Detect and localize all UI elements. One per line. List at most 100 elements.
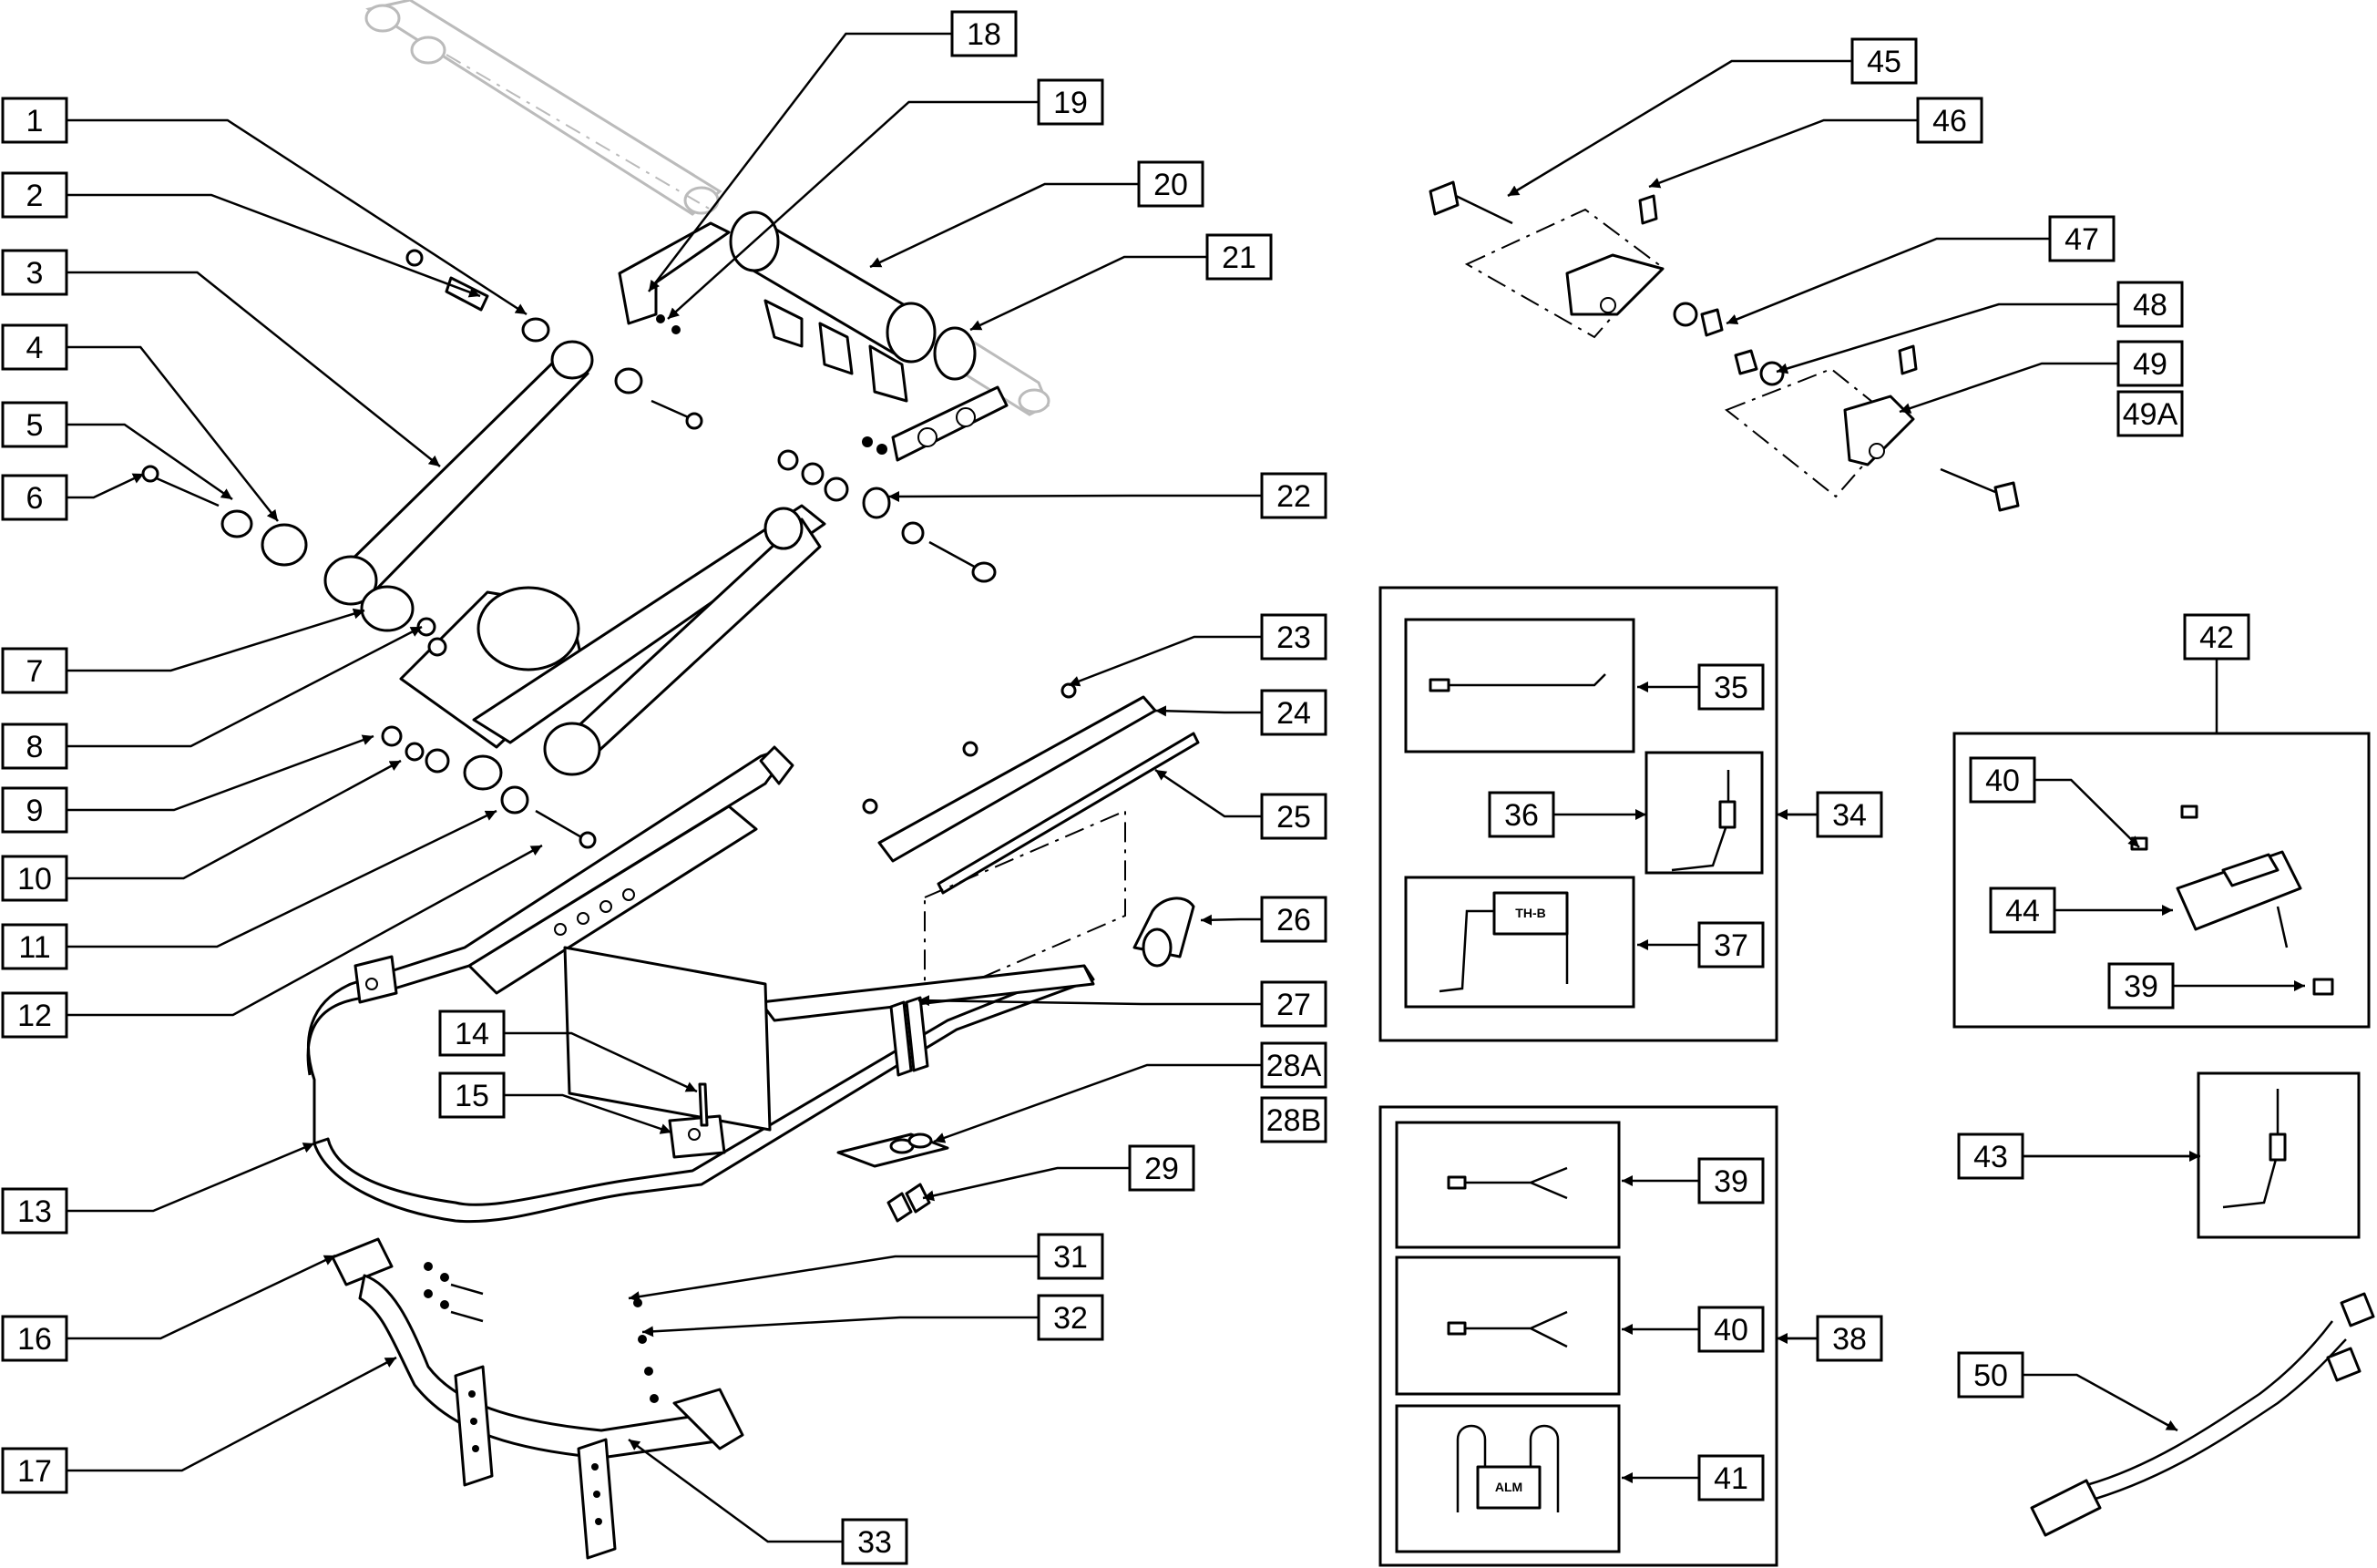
callout-4: 4 (1, 323, 68, 371)
callout-number: 25 (1276, 800, 1311, 835)
callout-box (1697, 1306, 1765, 1353)
callout-number: 8 (26, 730, 44, 764)
callout-25: 25 (1260, 793, 1327, 840)
callout-number: 28B (1266, 1103, 1322, 1138)
callout-box (1989, 886, 2056, 934)
leader-line-3 (67, 271, 441, 467)
callout-box (438, 1071, 506, 1119)
callout-47: 47 (2048, 215, 2116, 262)
hinge-brackets (1429, 180, 2020, 512)
upper-rod-assembly (141, 249, 703, 637)
callout-box (1, 97, 68, 144)
harness-cable (2030, 1292, 2375, 1537)
callout-box (1, 991, 68, 1039)
callout-box (1488, 791, 1555, 838)
callout-number: 47 (2065, 222, 2099, 257)
callout-box (1205, 233, 1273, 281)
leader-line-29 (922, 1166, 1130, 1202)
callout-26: 26 (1260, 896, 1327, 943)
callout-number: 6 (26, 481, 44, 516)
callout-number: 36 (1504, 798, 1539, 833)
leader-line-7 (67, 608, 365, 672)
callout-number: 46 (1932, 104, 1967, 138)
callout-23: 23 (1260, 613, 1327, 661)
callout-45: 45 (1850, 37, 1918, 85)
callout-42: 42 (2183, 613, 2250, 661)
leader-line-31 (628, 1255, 1039, 1303)
callout-9: 9 (1, 786, 68, 834)
leader-line-9 (67, 734, 374, 812)
callout-27: 27 (1260, 980, 1327, 1028)
callout-box (1, 855, 68, 902)
leader-line-18 (648, 32, 952, 292)
callout-35: 35 (1697, 663, 1765, 711)
callout-box (1, 723, 68, 770)
callout-number: 33 (857, 1525, 892, 1560)
callout-number: 50 (1973, 1358, 2008, 1393)
callout-box (2116, 281, 2184, 328)
callout-box (1037, 1233, 1104, 1280)
callout-41: 41 (1697, 1454, 1765, 1501)
callout-number: 28A (1266, 1049, 1322, 1083)
callout-20: 20 (1137, 160, 1204, 208)
leader-line-19 (667, 100, 1039, 320)
callout-17: 17 (1, 1447, 68, 1494)
leader-line-45 (1507, 59, 1852, 198)
callout-28A: 28A (1260, 1041, 1327, 1089)
callout-number: 17 (17, 1454, 52, 1489)
callout-number: 41 (1714, 1461, 1748, 1496)
callout-31: 31 (1037, 1233, 1104, 1280)
callout-number: 31 (1053, 1240, 1088, 1275)
callout-box (1697, 663, 1765, 711)
callout-number: 32 (1053, 1301, 1088, 1336)
callout-number: 48 (2133, 288, 2167, 323)
leader-line-47 (1726, 237, 2050, 325)
callout-number: 45 (1867, 45, 1901, 79)
callout-43: 43 (1957, 1132, 2024, 1180)
callout-number: 21 (1222, 241, 1256, 275)
callout-11: 11 (1, 923, 68, 970)
callout-40: 40 (1697, 1306, 1765, 1353)
callout-box (2116, 390, 2184, 437)
callout-number: 12 (17, 999, 52, 1033)
leader-line-13 (67, 1142, 315, 1213)
callout-number: 26 (1276, 903, 1311, 938)
inset-39-frame (1395, 1121, 1621, 1249)
callout-37: 37 (1697, 921, 1765, 968)
callout-box (2048, 215, 2116, 262)
callout-box (1916, 97, 1983, 144)
callout-number: 10 (17, 862, 52, 897)
callout-1: 1 (1, 97, 68, 144)
callout-number: 38 (1832, 1322, 1867, 1357)
callout-box (950, 10, 1018, 57)
callout-39b: 39 (2107, 962, 2175, 1009)
callout-number: 18 (967, 17, 1001, 52)
callout-38: 38 (1816, 1315, 1883, 1362)
callout-box (1957, 1351, 2024, 1399)
callout-39: 39 (1697, 1157, 1765, 1204)
callout-13: 13 (1, 1187, 68, 1235)
callout-number: 35 (1714, 671, 1748, 705)
end-cap (1132, 897, 1195, 968)
callout-box (1, 786, 68, 834)
callout-box (1, 923, 68, 970)
footrest-hanger (331, 1237, 744, 1560)
callout-box (1260, 793, 1327, 840)
leader-line-40b (2034, 778, 2140, 848)
callout-33: 33 (841, 1518, 908, 1565)
callout-49A: 49A (2116, 390, 2184, 437)
leader-line-23 (1068, 635, 1262, 687)
callout-box (1816, 791, 1883, 838)
leader-line-2 (67, 193, 481, 298)
callout-7: 7 (1, 647, 68, 694)
leader-line-25 (1154, 768, 1262, 818)
callout-box (2107, 962, 2175, 1009)
leader-line-33 (628, 1438, 843, 1543)
leader-line-14 (504, 1031, 698, 1093)
leader-line-50 (2023, 1373, 2178, 1432)
callout-box (1137, 160, 1204, 208)
callout-box (1260, 472, 1327, 519)
leader-line-24 (1154, 705, 1262, 717)
callout-50: 50 (1957, 1351, 2024, 1399)
callout-number: 44 (2005, 894, 2040, 928)
